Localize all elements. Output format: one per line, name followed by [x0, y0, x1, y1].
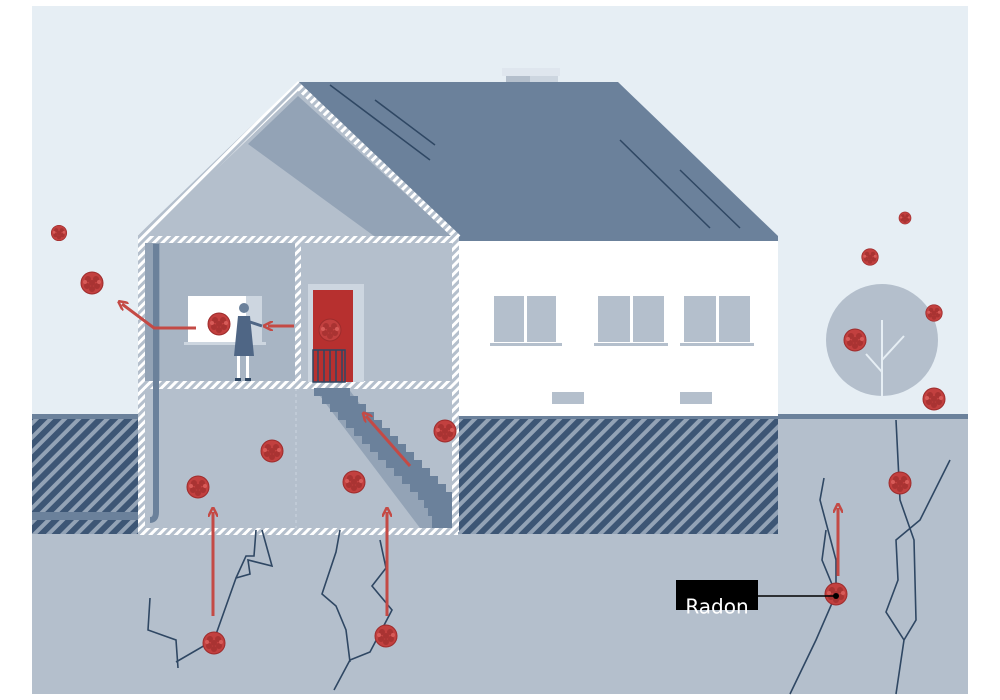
ground-line [32, 414, 968, 419]
radon-particle-icon [433, 419, 457, 443]
facade-window-2 [594, 296, 668, 346]
radon-particle-icon [260, 439, 284, 463]
facade-window-1 [490, 296, 562, 346]
radon-particle-icon [202, 631, 226, 655]
drain-pipe [149, 244, 159, 523]
radon-flow-arrows [122, 304, 838, 616]
gable-outline [137, 81, 461, 241]
radon-particle-icon [898, 211, 912, 225]
drain-pipe-ground [32, 512, 140, 520]
basement-vent-1 [552, 392, 584, 404]
radon-particle-icon [861, 248, 879, 266]
tree-icon [826, 284, 938, 414]
radon-particle-icon [207, 312, 231, 336]
radon-particle-icon [888, 471, 912, 495]
radon-particle-icon [925, 304, 943, 322]
radon-particle-icon [342, 470, 366, 494]
person-icon [234, 303, 263, 381]
basement-stairs [314, 388, 452, 528]
basement-vent-2 [680, 392, 712, 404]
radon-particle-icon [80, 271, 104, 295]
radon-particle-icon [922, 387, 946, 411]
radon-particle-icon [374, 624, 398, 648]
radon-particle-icon [318, 318, 342, 342]
radon-particle-icon [186, 475, 210, 499]
radon-label-text: Radon [685, 595, 748, 619]
soil-hatch-right [458, 419, 778, 534]
radon-particle-icon [50, 224, 68, 242]
facade-window-3 [680, 296, 754, 346]
radon-particle-icon [843, 328, 867, 352]
radon-label: Radon [676, 580, 839, 619]
